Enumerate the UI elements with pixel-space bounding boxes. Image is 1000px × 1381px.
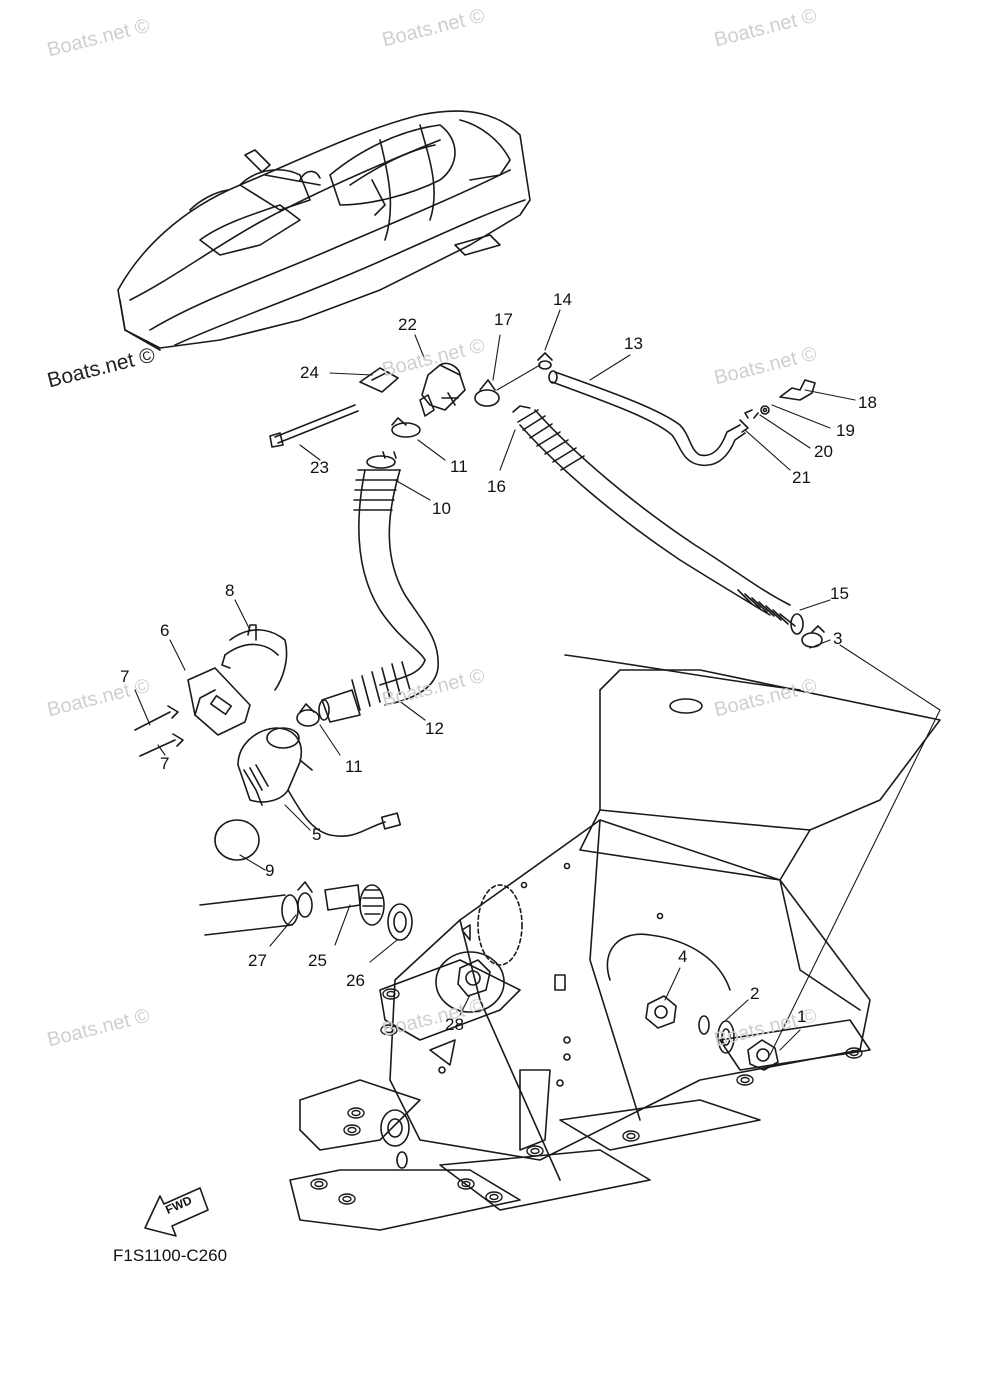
leader-lines (134, 309, 941, 1056)
bilge-pump-assembly (134, 624, 402, 861)
callout-14: 14 (553, 290, 572, 309)
callout-27: 27 (248, 951, 267, 970)
callout-3: 3 (833, 629, 843, 648)
hose-13 (548, 370, 746, 467)
callout-20: 20 (814, 442, 833, 461)
callout-7b: 7 (160, 754, 170, 773)
jet-ski-illustration (117, 110, 531, 351)
diagram-code: F1S1100-C260 (113, 1246, 228, 1265)
callout-16: 16 (487, 477, 506, 496)
callout-5: 5 (312, 825, 322, 844)
callout-22: 22 (398, 315, 417, 334)
callout-18: 18 (858, 393, 877, 412)
callout-13: 13 (624, 334, 643, 353)
callout-25: 25 (308, 951, 327, 970)
callout-4: 4 (678, 947, 688, 966)
callout-2: 2 (750, 984, 760, 1003)
hose-16 (512, 405, 804, 635)
callout-6: 6 (160, 621, 170, 640)
callout-12: 12 (425, 719, 444, 738)
fittings-right (739, 379, 816, 433)
callout-26: 26 (346, 971, 365, 990)
callout-15: 15 (830, 584, 849, 603)
fittings-upper (269, 352, 553, 448)
callout-23: 23 (310, 458, 329, 477)
callout-17: 17 (494, 310, 513, 329)
callout-9: 9 (265, 861, 275, 880)
hull-engine-bed (289, 654, 941, 1231)
callout-8: 8 (225, 581, 235, 600)
hose-10-12 (318, 451, 439, 723)
callout-24: 24 (300, 363, 319, 382)
callout-21: 21 (792, 468, 811, 487)
callout-11a: 11 (450, 457, 468, 476)
callout-10: 10 (432, 499, 451, 518)
callout-7a: 7 (120, 667, 130, 686)
callout-19: 19 (836, 421, 855, 440)
fwd-arrow (144, 1187, 209, 1237)
callout-28: 28 (445, 1015, 464, 1034)
callout-1: 1 (797, 1007, 807, 1026)
drain-assembly (199, 881, 413, 941)
callout-11b: 11 (345, 757, 363, 776)
